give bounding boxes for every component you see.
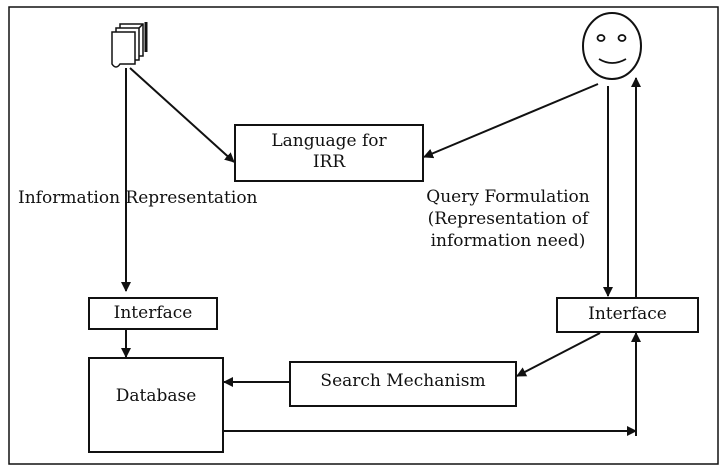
interface-right-label: Interface	[588, 304, 667, 324]
documents-icon	[111, 22, 148, 68]
database-label: Database	[115, 386, 197, 406]
interface-left-box: Interface	[88, 297, 218, 330]
smiley-user-icon	[582, 12, 642, 80]
search-mechanism-label: Search Mechanism	[320, 371, 486, 391]
language-box-label: Language for IRR	[271, 131, 387, 172]
search-mechanism-box: Search Mechanism	[289, 361, 517, 407]
user-to-language-arrow	[423, 83, 599, 159]
language-box: Language for IRR	[234, 124, 424, 182]
docs-to-language-arrow	[129, 67, 235, 163]
interface-right-box: Interface	[556, 297, 699, 333]
outer-frame	[8, 6, 719, 465]
information-representation-label: Information Representation	[18, 188, 258, 208]
interface-to-search-arrow	[516, 332, 601, 377]
interface-left-label: Interface	[113, 303, 193, 323]
query-formulation-label: Query Formulation (Representation of inf…	[426, 187, 590, 251]
database-box: Database	[88, 357, 224, 453]
